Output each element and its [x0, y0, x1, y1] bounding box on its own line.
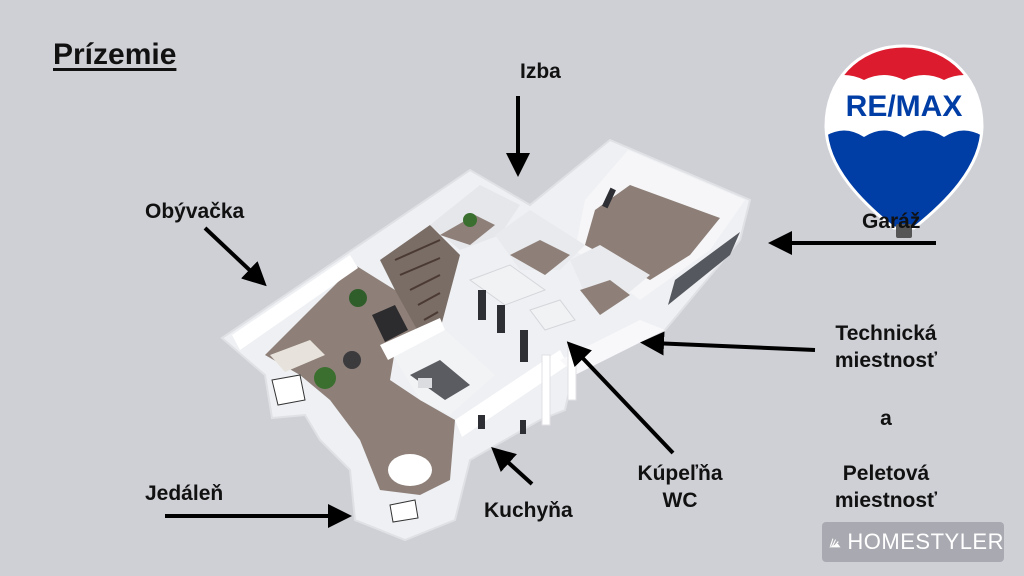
- label-kupelna-line1: Kúpeľňa: [637, 462, 723, 485]
- arrow-obyvacka: [203, 226, 267, 287]
- label-technicka-miestnost: Technická miestnosť: [815, 320, 957, 374]
- label-a: a: [880, 407, 892, 430]
- label-izba: Izba: [520, 60, 561, 83]
- label-obyvacka: Obývačka: [145, 200, 245, 223]
- remax-brand-text: RE/MAX: [846, 90, 963, 123]
- label-kuchyna: Kuchyňa: [484, 499, 573, 522]
- label-kupelna-wc: Kúpeľňa WC: [615, 460, 745, 514]
- homestyler-watermark: HOMESTYLER: [822, 522, 1004, 562]
- homestyler-text: HOMESTYLER: [847, 529, 1004, 554]
- label-peletova-line2: miestnosť: [834, 489, 938, 512]
- arrow-kupelna: [566, 341, 675, 455]
- label-peletova-line1: Peletová: [842, 462, 930, 485]
- label-jedalen: Jedáleň: [145, 482, 224, 505]
- page-title: Prízemie: [53, 38, 177, 71]
- label-technicka-line1: Technická: [835, 322, 937, 345]
- arrow-kuchyna: [491, 446, 534, 486]
- arrow-technicka: [640, 331, 816, 356]
- label-technicka-line2: miestnosť: [834, 349, 938, 372]
- remax-balloon-logo: RE/MAX: [824, 44, 984, 238]
- house-model: [220, 138, 752, 542]
- homestyler-fan-icon: [828, 538, 841, 548]
- label-garaz: Garáž: [862, 210, 921, 233]
- label-kupelna-line2: WC: [662, 489, 698, 512]
- arrows: [165, 96, 936, 528]
- label-peletova-miestnost: Peletová miestnosť: [815, 460, 957, 514]
